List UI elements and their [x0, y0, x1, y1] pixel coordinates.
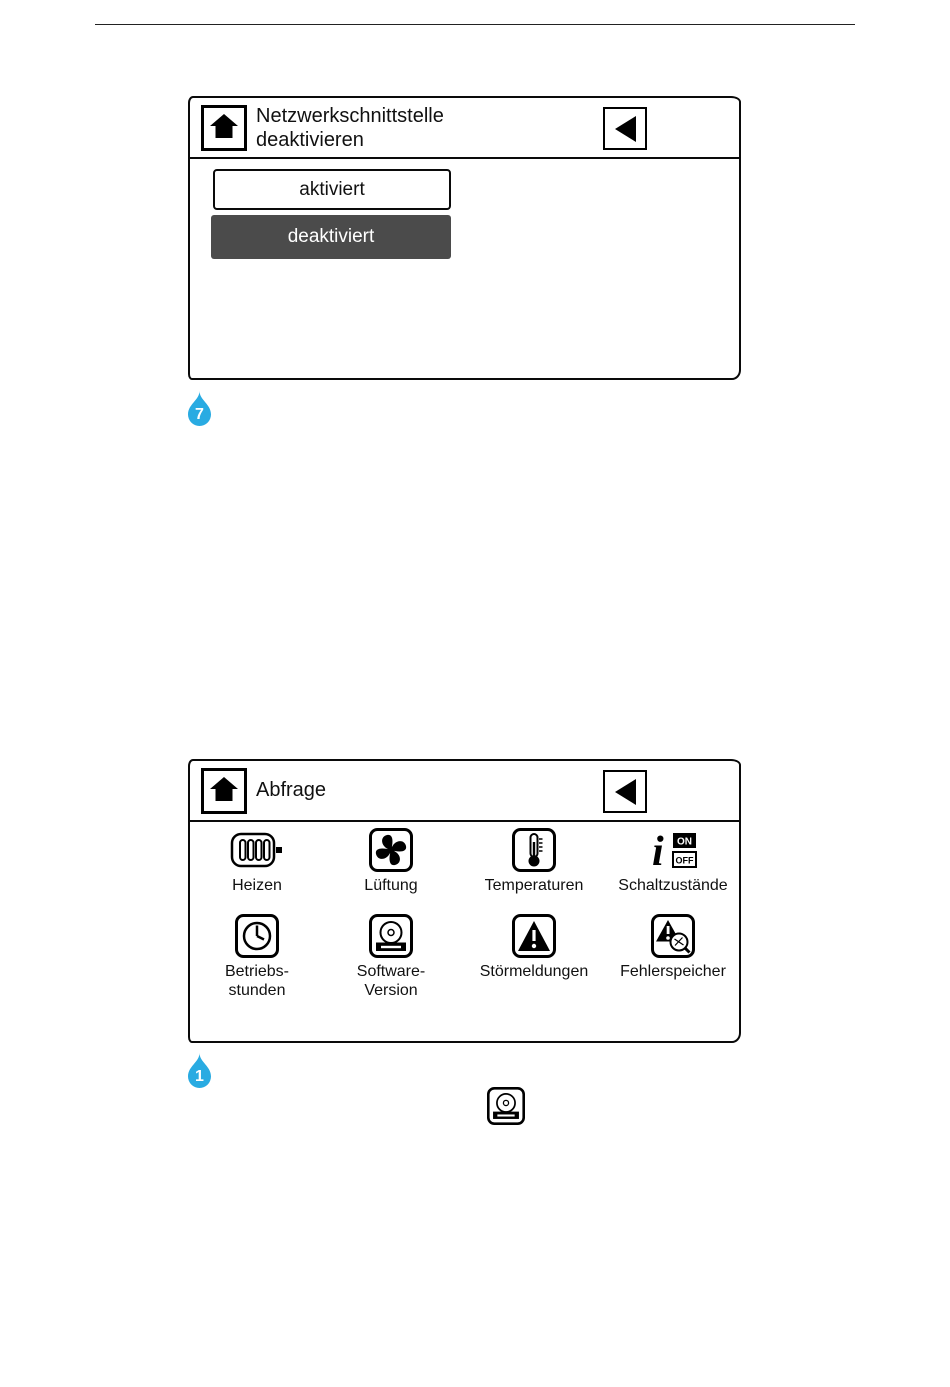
home-button[interactable] — [201, 768, 247, 814]
menu-item-label: Temperaturen — [484, 877, 584, 894]
menu-item-label: Lüftung — [364, 877, 418, 894]
option-deaktiviert-button[interactable]: deaktiviert — [211, 215, 451, 259]
switch-states-icon: i ON OFF — [606, 827, 740, 873]
back-arrow-icon — [614, 115, 636, 142]
menu-item-schaltzustaende[interactable]: i ON OFF Schaltzustände — [606, 827, 740, 895]
back-button[interactable] — [603, 107, 647, 150]
screen2-header: Abfrage — [190, 761, 739, 822]
screen1-header: Netzwerkschnittstelle deaktivieren — [190, 98, 739, 159]
warning-icon — [467, 913, 601, 959]
menu-item-heizen[interactable]: Heizen — [190, 827, 324, 895]
step-number: 1 — [195, 1068, 204, 1085]
menu-item-label: Heizen — [232, 877, 282, 894]
menu-item-label: Betriebs-stunden — [224, 963, 290, 999]
menu-item-stoermeldungen[interactable]: Störmeldungen — [467, 913, 601, 981]
page-header-rule — [95, 24, 855, 25]
drop-shape — [188, 1053, 211, 1088]
menu-item-label: Software-Version — [356, 963, 426, 999]
back-button[interactable] — [603, 770, 647, 813]
menu-item-label: Schaltzustände — [618, 877, 728, 894]
menu-item-software-version[interactable]: Software-Version — [324, 913, 458, 1000]
disc-icon — [324, 913, 458, 959]
menu-item-temperaturen[interactable]: Temperaturen — [467, 827, 601, 895]
menu-item-fehlerspeicher[interactable]: Fehlerspeicher — [606, 913, 740, 981]
screen1-title-line2: deaktivieren — [256, 129, 364, 151]
menu-item-label: Fehlerspeicher — [620, 963, 726, 980]
step-marker-7: 7 — [186, 390, 213, 428]
device-screen-network-interface: Netzwerkschnittstelle deaktivieren aktiv… — [188, 96, 741, 380]
radiator-icon — [190, 827, 324, 873]
clock-icon — [190, 913, 324, 959]
screen1-title-line1: Netzwerkschnittstelle — [256, 105, 444, 127]
home-icon — [209, 775, 239, 808]
disc-icon — [487, 1087, 525, 1130]
svg-text:ON: ON — [677, 837, 692, 848]
option-aktiviert-button[interactable]: aktiviert — [213, 169, 451, 210]
screen1-title: Netzwerkschnittstelle deaktivieren — [256, 104, 444, 152]
step-number: 7 — [195, 406, 204, 423]
menu-item-lueftung[interactable]: Lüftung — [324, 827, 458, 895]
screen2-title: Abfrage — [256, 779, 327, 801]
back-arrow-icon — [614, 778, 636, 805]
device-screen-abfrage: Abfrage Heizen — [188, 759, 741, 1043]
step-marker-1: 1 — [186, 1052, 213, 1090]
thermometer-icon — [467, 827, 601, 873]
error-memory-icon — [606, 913, 740, 959]
home-icon — [209, 112, 239, 145]
menu-item-label: Störmeldungen — [479, 963, 589, 980]
svg-text:i: i — [652, 829, 664, 872]
menu-item-betriebsstunden[interactable]: Betriebs-stunden — [190, 913, 324, 1000]
home-button[interactable] — [201, 105, 247, 151]
drop-shape — [188, 391, 211, 426]
svg-text:OFF: OFF — [676, 856, 694, 866]
fan-icon — [324, 827, 458, 873]
